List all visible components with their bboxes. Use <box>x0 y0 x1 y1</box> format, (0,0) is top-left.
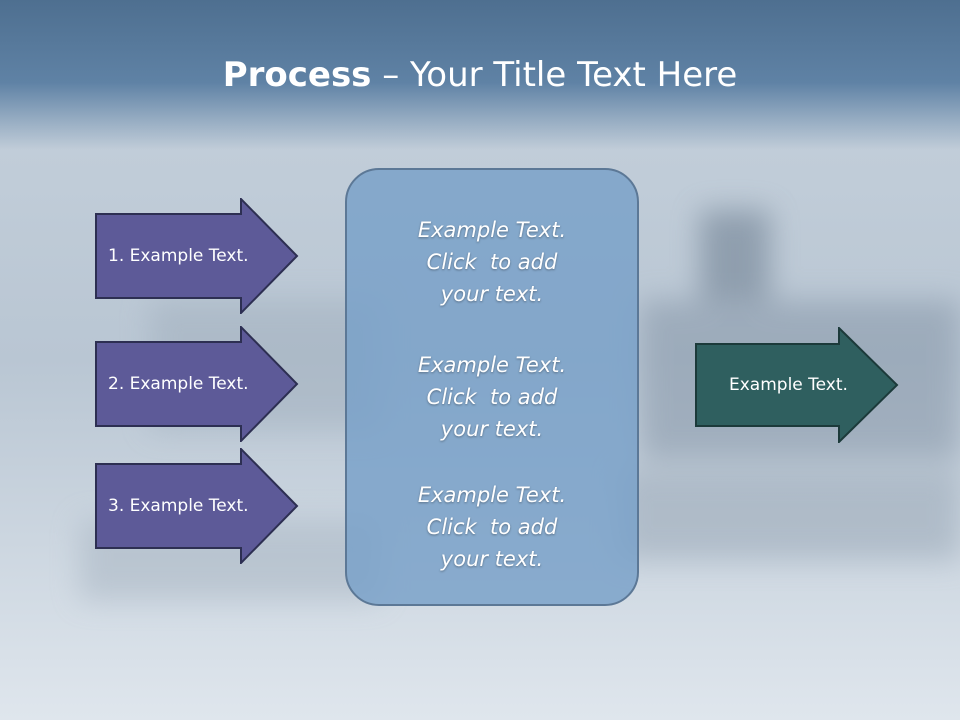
title-banner <box>0 0 960 150</box>
text-line: Example Text. <box>417 218 567 242</box>
title-bold: Process <box>222 55 372 95</box>
left-arrow-3[interactable]: 3. Example Text. <box>95 448 299 564</box>
text-block-2[interactable]: Example Text. Click to add your text. <box>347 349 637 445</box>
text-line: your text. <box>440 282 544 306</box>
text-line: Example Text. <box>417 353 567 377</box>
left-arrow-1[interactable]: 1. Example Text. <box>95 198 299 314</box>
left-arrow-label: 3. Example Text. <box>108 496 249 516</box>
center-text-box[interactable]: Example Text. Click to add your text. Ex… <box>345 168 639 606</box>
title-rest: – Your Title Text Here <box>371 55 738 95</box>
text-line: Click to add <box>426 250 558 274</box>
slide-title[interactable]: Process – Your Title Text Here <box>0 52 960 98</box>
text-line: your text. <box>440 417 544 441</box>
text-line: Click to add <box>426 515 558 539</box>
text-block-1[interactable]: Example Text. Click to add your text. <box>347 214 637 310</box>
right-arrow[interactable]: Example Text. <box>695 327 899 443</box>
text-line: your text. <box>440 547 544 571</box>
left-arrow-label: 1. Example Text. <box>108 246 249 266</box>
right-arrow-label: Example Text. <box>729 375 848 395</box>
left-arrow-2[interactable]: 2. Example Text. <box>95 326 299 442</box>
text-line: Example Text. <box>417 483 567 507</box>
text-line: Click to add <box>426 385 558 409</box>
left-arrow-label: 2. Example Text. <box>108 374 249 394</box>
text-block-3[interactable]: Example Text. Click to add your text. <box>347 479 637 575</box>
